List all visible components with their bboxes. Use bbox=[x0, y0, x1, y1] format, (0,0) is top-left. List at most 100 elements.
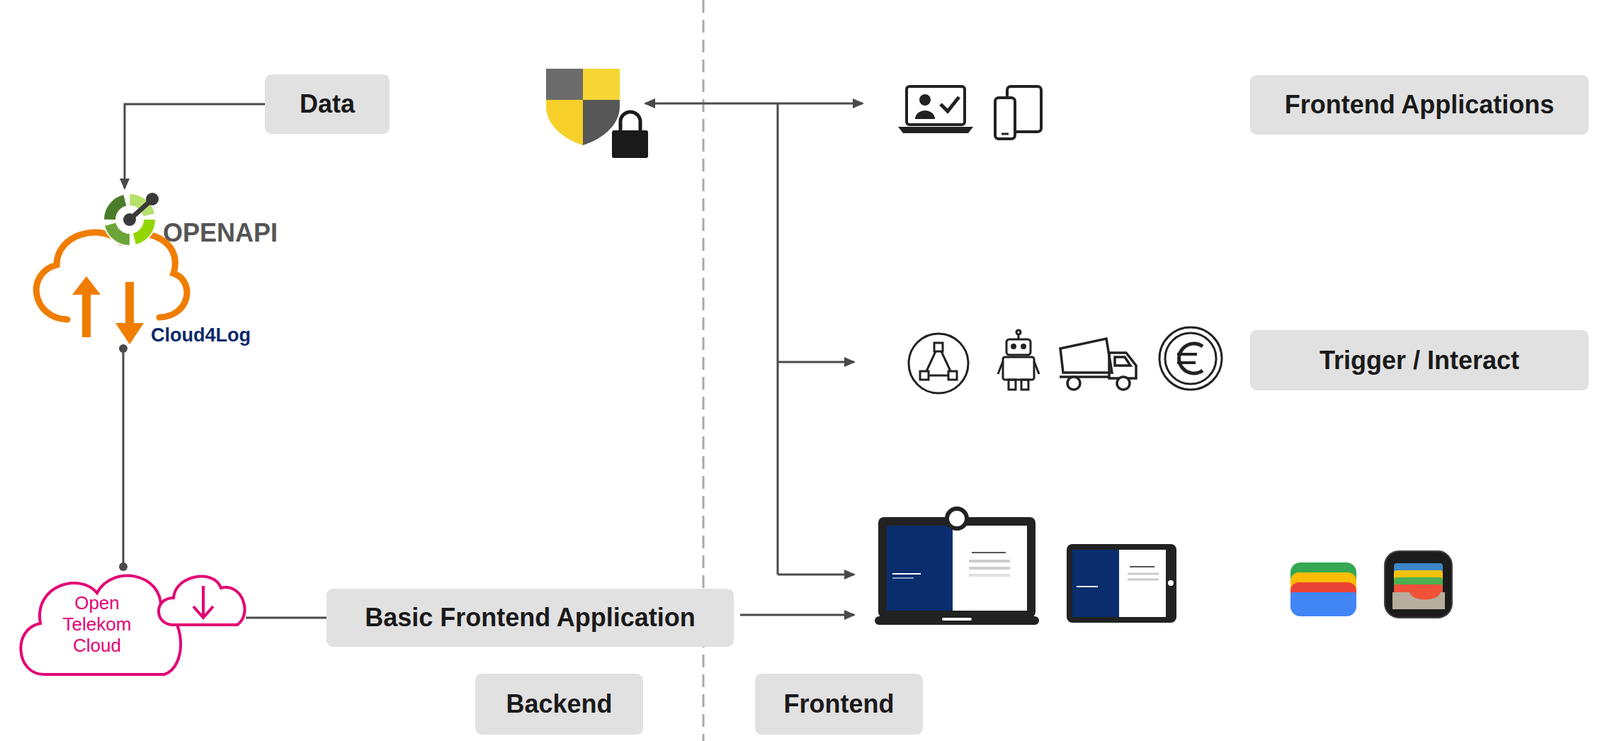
network-icon bbox=[948, 371, 957, 380]
tablet-screen-illustration bbox=[1129, 565, 1155, 568]
upload-download-arrows bbox=[82, 293, 91, 338]
mobile-devices-icon bbox=[995, 86, 1042, 139]
truck-icon bbox=[1109, 352, 1137, 379]
connector-line bbox=[645, 103, 863, 615]
apple-wallet-icon bbox=[1384, 551, 1452, 618]
laptop-screen-illustration bbox=[942, 617, 972, 621]
logo-wordmark: OPENAPI bbox=[162, 218, 278, 248]
euro-coin-icon bbox=[1177, 361, 1196, 365]
connector bbox=[124, 104, 265, 189]
truck-icon bbox=[1059, 375, 1110, 379]
laptop-screen-illustration bbox=[892, 577, 914, 579]
laptop-screen-illustration bbox=[874, 616, 1040, 625]
cloud-outline bbox=[20, 575, 181, 675]
robot-icon bbox=[1022, 344, 1026, 349]
cloud-platform: Open Telekom Cloud bbox=[12, 566, 246, 680]
euro-coin-icon bbox=[1159, 327, 1222, 390]
apple-wallet-icon bbox=[1392, 592, 1445, 610]
openapi-logo bbox=[145, 192, 159, 206]
network-icon bbox=[920, 371, 929, 380]
connector-line bbox=[776, 103, 780, 575]
openapi-logo bbox=[109, 199, 150, 240]
mobile-devices-icon bbox=[995, 97, 1015, 139]
download-arrow bbox=[193, 585, 214, 618]
laptop-user-icon bbox=[915, 110, 935, 119]
small-cloud-outline bbox=[158, 576, 245, 625]
truck-icon bbox=[1114, 356, 1131, 366]
laptop-user-icon bbox=[940, 97, 960, 112]
robot-icon bbox=[1021, 379, 1029, 390]
openapi-logo bbox=[102, 192, 159, 247]
truck-icon bbox=[1059, 338, 1137, 390]
robot-icon bbox=[1012, 344, 1016, 349]
data-box: Data bbox=[264, 74, 390, 134]
upload-download-arrows bbox=[125, 281, 134, 325]
box-label: Data bbox=[299, 89, 355, 119]
laptop-user-icon bbox=[898, 126, 974, 134]
application-box: Basic Frontend Application bbox=[326, 588, 734, 647]
tablet-screen-illustration bbox=[1072, 549, 1166, 617]
box-label: Frontend bbox=[784, 689, 895, 719]
laptop-screen-illustration bbox=[886, 525, 1028, 611]
laptop-screen-illustration bbox=[886, 525, 953, 611]
padlock-icon bbox=[611, 111, 649, 158]
box-label: Trigger / Interact bbox=[1319, 345, 1520, 375]
tablet-screen-illustration bbox=[1167, 580, 1174, 586]
network-icon bbox=[908, 333, 969, 394]
section-label: Backend bbox=[475, 673, 644, 735]
upload-download-arrows bbox=[72, 276, 101, 295]
network-icon bbox=[941, 351, 951, 372]
robot-icon bbox=[1008, 379, 1016, 390]
download-arrow bbox=[201, 585, 205, 617]
euro-coin-icon bbox=[1159, 327, 1222, 390]
section-label: Frontend bbox=[755, 673, 923, 735]
laptop-screen-illustration bbox=[968, 573, 1011, 577]
tablet-screen-illustration bbox=[1127, 578, 1159, 581]
upload-download-arrows bbox=[115, 322, 144, 345]
mobile-devices-icon bbox=[1001, 133, 1009, 136]
connector bbox=[245, 616, 327, 620]
connector bbox=[122, 348, 125, 567]
network-icon bbox=[908, 333, 969, 394]
network-icon bbox=[934, 342, 943, 352]
security-shield bbox=[546, 68, 620, 146]
network-icon bbox=[928, 374, 949, 377]
connector-line bbox=[645, 102, 863, 105]
connector-dot bbox=[118, 344, 128, 353]
laptop-screen-illustration bbox=[874, 508, 1040, 625]
download-arrow bbox=[193, 606, 214, 618]
truck-icon bbox=[1116, 376, 1130, 390]
connector-line bbox=[740, 614, 855, 617]
laptop-user-icon bbox=[906, 86, 965, 125]
connector-dot bbox=[118, 562, 128, 571]
small-cloud-outline bbox=[158, 576, 245, 625]
node-outline bbox=[20, 575, 245, 675]
padlock-icon bbox=[611, 130, 649, 158]
service-name: Cloud4Log bbox=[150, 324, 251, 347]
tablet-screen-illustration bbox=[1072, 549, 1120, 617]
laptop-screen-illustration bbox=[968, 566, 1011, 570]
truck-icon bbox=[1060, 338, 1112, 373]
openapi-logo bbox=[109, 199, 150, 240]
section-label: Frontend Applications bbox=[1250, 75, 1589, 135]
connector-line bbox=[777, 361, 855, 364]
section-label: Trigger / Interact bbox=[1250, 330, 1589, 391]
laptop-screen-illustration bbox=[971, 551, 1006, 554]
truck-icon bbox=[1067, 376, 1081, 390]
tablet-screen-illustration bbox=[1127, 572, 1159, 576]
security-shield bbox=[546, 99, 583, 146]
euro-coin-icon bbox=[1177, 352, 1197, 356]
laptop-user-icon bbox=[898, 86, 974, 134]
robot-icon bbox=[1016, 330, 1021, 335]
openapi-logo bbox=[123, 213, 136, 226]
upload-download-arrows bbox=[72, 276, 144, 345]
tablet-screen-illustration bbox=[1066, 543, 1177, 623]
laptop-screen-illustration bbox=[892, 572, 921, 575]
box-label: Backend bbox=[505, 689, 612, 719]
tablet-screen-illustration bbox=[1066, 543, 1177, 623]
robot-icon bbox=[1006, 339, 1031, 355]
laptop-screen-illustration bbox=[878, 517, 1036, 618]
security-shield bbox=[546, 68, 583, 100]
laptop-screen-illustration bbox=[968, 559, 1011, 563]
